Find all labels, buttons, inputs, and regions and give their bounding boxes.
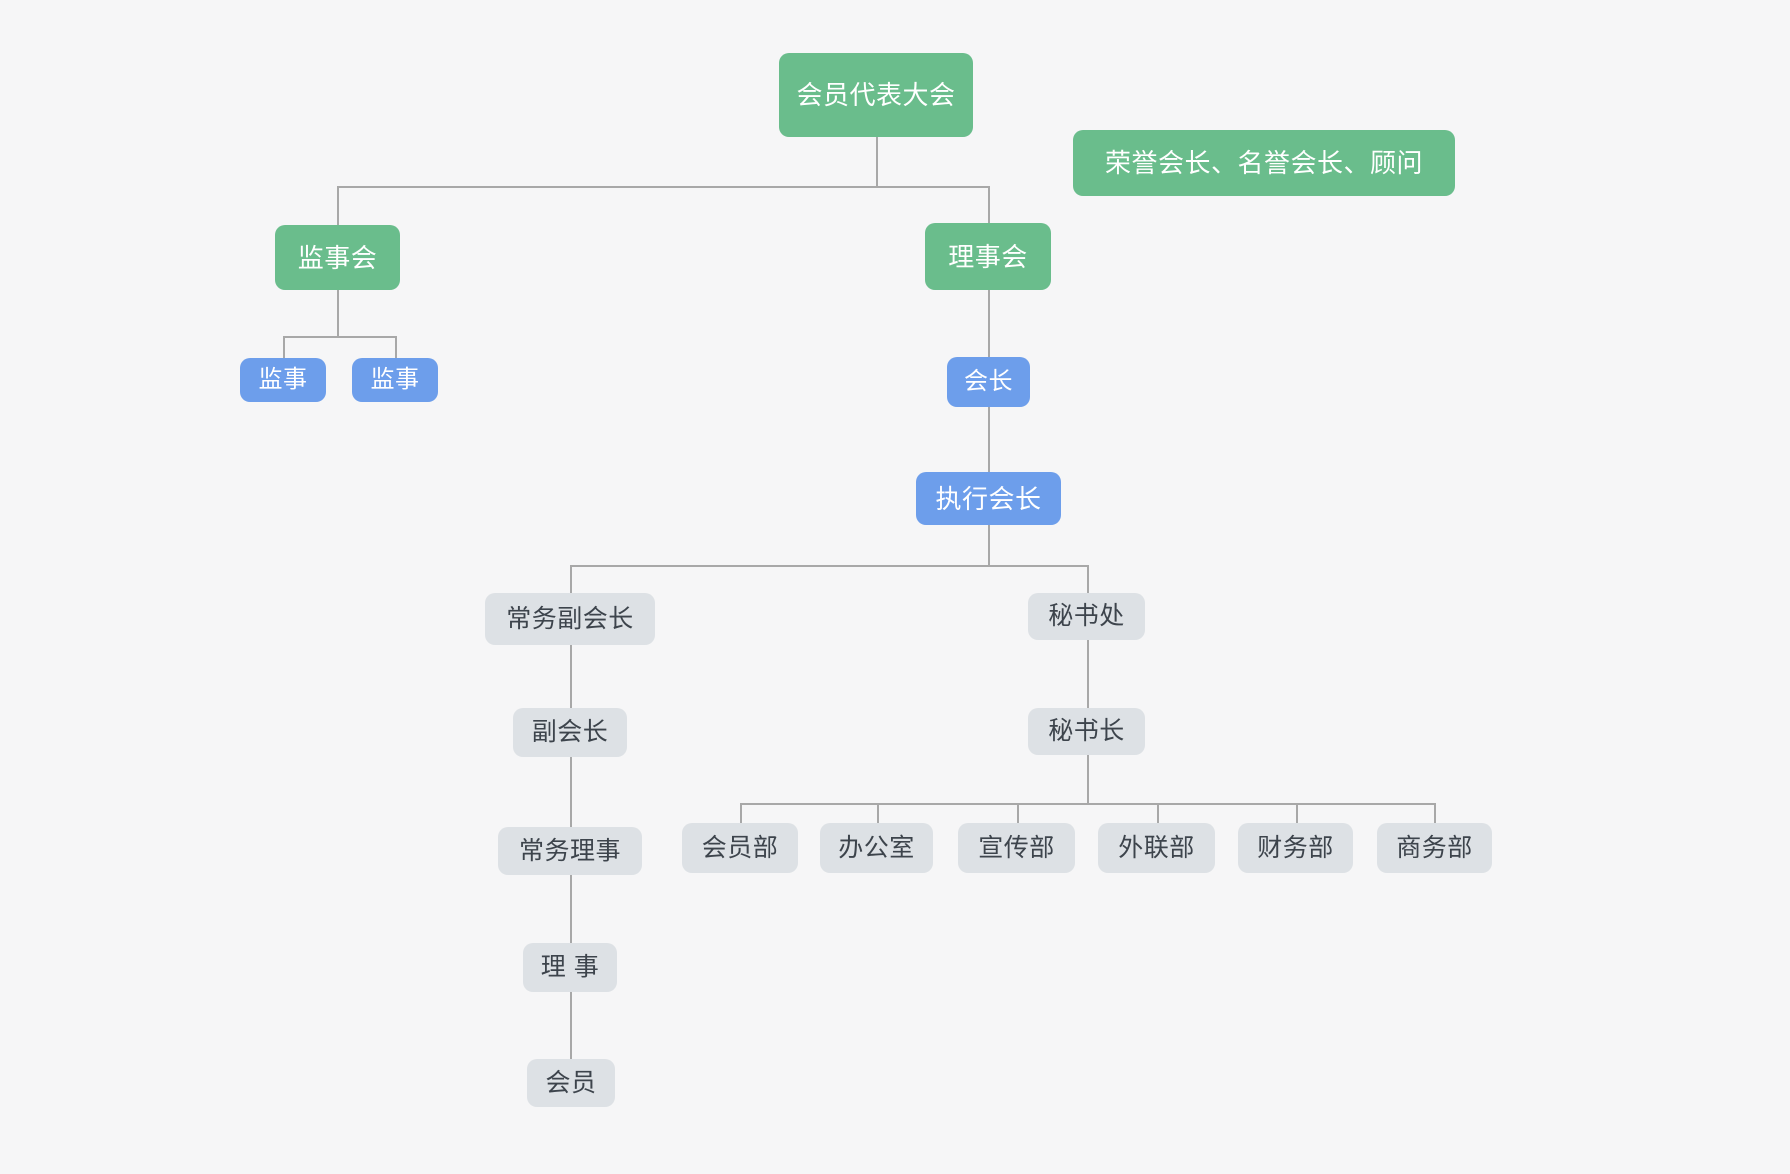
connector-line: [876, 137, 878, 186]
org-node-vice-president[interactable]: 副会长: [513, 708, 627, 757]
connector-line: [1087, 565, 1089, 593]
connector-line: [1087, 640, 1089, 708]
connector-line: [1087, 755, 1089, 803]
connector-line: [570, 565, 1087, 567]
org-node-honorary-advisors[interactable]: 荣誉会长、名誉会长、顾问: [1073, 130, 1455, 196]
org-node-executive-president[interactable]: 执行会长: [916, 472, 1061, 525]
connector-line: [337, 186, 339, 225]
org-node-president[interactable]: 会长: [947, 357, 1030, 407]
org-node-external-relations-dept[interactable]: 外联部: [1098, 823, 1215, 873]
org-node-publicity-dept[interactable]: 宣传部: [958, 823, 1075, 873]
connector-line: [988, 290, 990, 357]
connector-line: [283, 336, 395, 338]
connector-line: [283, 336, 285, 358]
org-node-council[interactable]: 理事会: [925, 223, 1051, 290]
org-node-member[interactable]: 会员: [527, 1059, 615, 1107]
org-node-finance-dept[interactable]: 财务部: [1238, 823, 1353, 873]
connector-line: [570, 992, 572, 1059]
org-node-supervisor-1[interactable]: 监事: [240, 358, 326, 402]
connector-line: [988, 186, 990, 223]
org-node-director[interactable]: 理 事: [523, 943, 617, 992]
connector-line: [1017, 803, 1019, 823]
org-node-supervisor-2[interactable]: 监事: [352, 358, 438, 402]
connector-line: [570, 565, 572, 593]
org-node-member-congress[interactable]: 会员代表大会: [779, 53, 973, 137]
connector-line: [1157, 803, 1159, 823]
connector-line: [877, 803, 879, 823]
connector-line: [988, 525, 990, 565]
connector-line: [740, 803, 1434, 805]
connector-line: [1296, 803, 1298, 823]
connector-line: [570, 757, 572, 827]
org-node-standing-vice-president[interactable]: 常务副会长: [485, 593, 655, 645]
connector-line: [395, 336, 397, 358]
org-node-membership-dept[interactable]: 会员部: [682, 823, 798, 873]
org-node-business-dept[interactable]: 商务部: [1377, 823, 1492, 873]
org-node-secretariat[interactable]: 秘书处: [1028, 593, 1145, 640]
connector-line: [740, 803, 742, 823]
connector-line: [337, 186, 988, 188]
org-node-office[interactable]: 办公室: [820, 823, 933, 873]
connector-line: [337, 290, 339, 336]
org-node-supervisory-board[interactable]: 监事会: [275, 225, 400, 290]
org-node-standing-director[interactable]: 常务理事: [498, 827, 642, 875]
connector-line: [570, 645, 572, 708]
connector-line: [570, 875, 572, 943]
org-node-secretary-general[interactable]: 秘书长: [1028, 708, 1145, 755]
connector-line: [988, 407, 990, 472]
connector-line: [1434, 803, 1436, 823]
